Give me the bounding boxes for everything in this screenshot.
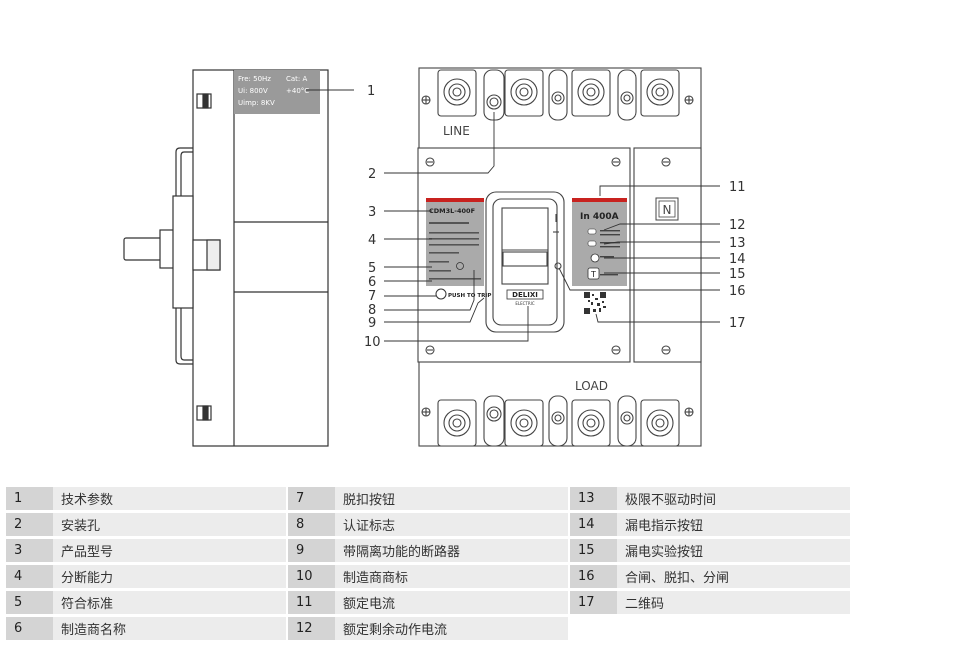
legend-num: 16 <box>570 565 617 588</box>
legend-row: 6 制造商名称 12 额定剩余动作电流 <box>6 617 850 640</box>
spec-cat: Cat: A <box>286 75 308 83</box>
spec-uimp: Uimp: 8KV <box>238 99 275 107</box>
legend-label: 带隔离功能的断路器 <box>335 539 568 562</box>
legend-row: 1 技术参数 7 脱扣按钮 13 极限不驱动时间 <box>6 487 850 510</box>
callout-6: 6 <box>368 275 376 290</box>
legend-num: 6 <box>6 617 53 640</box>
legend-label: 技术参数 <box>53 487 286 510</box>
line-terminals <box>421 69 694 121</box>
legend-label: 合闸、脱扣、分闸 <box>617 565 850 588</box>
callout-leaders <box>306 89 720 342</box>
test-button-mark: T <box>590 270 596 279</box>
legend-num: 4 <box>6 565 53 588</box>
legend-label: 分断能力 <box>53 565 286 588</box>
legend-num: 1 <box>6 487 53 510</box>
legend-label: 额定电流 <box>335 591 568 614</box>
legend-label: 制造商名称 <box>53 617 286 640</box>
leakage-indicator-button[interactable] <box>590 253 600 263</box>
circuit-breaker-diagram: Fre: 50Hz Cat: A Ui: 800V +40°C Uimp: 8K… <box>123 67 746 447</box>
spec-fre: Fre: 50Hz <box>238 75 271 83</box>
legend-row: 5 符合标准 11 额定电流 17 二维码 <box>6 591 850 614</box>
residual-current-icon <box>587 228 597 235</box>
line-label: LINE <box>443 124 470 138</box>
side-view <box>123 69 329 447</box>
callout-5: 5 <box>368 261 376 276</box>
callout-7: 7 <box>368 289 376 304</box>
load-terminals <box>421 395 694 447</box>
model-label: CDM3L-400F <box>429 207 475 215</box>
callout-2: 2 <box>368 167 376 182</box>
qr-code-icon <box>584 292 606 314</box>
legend-num: 13 <box>570 487 617 510</box>
legend-label: 制造商商标 <box>335 565 568 588</box>
legend-table: 1 技术参数 7 脱扣按钮 13 极限不驱动时间 2 安装孔 8 认证标志 14… <box>6 484 850 643</box>
legend-row: 3 产品型号 9 带隔离功能的断路器 15 漏电实验按钮 <box>6 539 850 562</box>
legend-num: 15 <box>570 539 617 562</box>
brand-logo: DELIXI ELECTRIC <box>506 289 544 306</box>
callout-3: 3 <box>368 205 376 220</box>
legend-row: 4 分断能力 10 制造商商标 16 合闸、脱扣、分闸 <box>6 565 850 588</box>
certification-mark <box>456 262 464 270</box>
leakage-test-button[interactable] <box>587 267 600 280</box>
legend-num: 14 <box>570 513 617 536</box>
callout-numbers: 1 2 3 4 5 6 7 8 9 10 11 12 13 14 15 16 1… <box>364 84 746 350</box>
callout-1: 1 <box>367 84 375 99</box>
callout-8: 8 <box>368 303 376 318</box>
brand-name: DELIXI <box>512 291 538 299</box>
legend-label: 符合标准 <box>53 591 286 614</box>
legend-num: 12 <box>288 617 335 640</box>
callout-11: 11 <box>729 180 746 195</box>
spec-temp: +40°C <box>286 87 309 95</box>
legend-num: 2 <box>6 513 53 536</box>
callout-15: 15 <box>729 267 746 282</box>
non-actuating-time-icon <box>587 240 597 247</box>
legend-label: 认证标志 <box>335 513 568 536</box>
legend-label: 漏电实验按钮 <box>617 539 850 562</box>
legend-label: 极限不驱动时间 <box>617 487 850 510</box>
spec-plate: Fre: 50Hz Cat: A Ui: 800V +40°C Uimp: 8K… <box>234 70 320 114</box>
brand-sub: ELECTRIC <box>515 301 534 306</box>
callout-12: 12 <box>729 218 746 233</box>
legend-label: 漏电指示按钮 <box>617 513 850 536</box>
legend-label: 安装孔 <box>53 513 286 536</box>
legend-num: 10 <box>288 565 335 588</box>
trip-button[interactable]: PUSH TO TRIP <box>435 288 491 300</box>
callout-9: 9 <box>368 316 376 331</box>
legend-num: 8 <box>288 513 335 536</box>
callout-10: 10 <box>364 335 381 350</box>
legend-label: 二维码 <box>617 591 850 614</box>
legend-num: 17 <box>570 591 617 614</box>
legend-row: 2 安装孔 8 认证标志 14 漏电指示按钮 <box>6 513 850 536</box>
neutral-label: N <box>663 203 672 217</box>
spec-ui: Ui: 800V <box>238 87 268 95</box>
neutral-module: N <box>655 197 679 221</box>
callout-14: 14 <box>729 252 746 267</box>
callout-4: 4 <box>368 233 376 248</box>
push-to-trip-label: PUSH TO TRIP <box>448 293 491 299</box>
legend-num: 3 <box>6 539 53 562</box>
legend-num: 5 <box>6 591 53 614</box>
load-label: LOAD <box>575 379 608 393</box>
callout-13: 13 <box>729 236 746 251</box>
rating-label: In 400A <box>580 212 619 222</box>
callout-16: 16 <box>729 284 746 299</box>
legend-label: 额定剩余动作电流 <box>335 617 568 640</box>
legend-label: 产品型号 <box>53 539 286 562</box>
legend-num: 9 <box>288 539 335 562</box>
model-plate: CDM3L-400F <box>426 198 484 286</box>
callout-17: 17 <box>729 316 746 331</box>
legend-num: 7 <box>288 487 335 510</box>
legend-label: 脱扣按钮 <box>335 487 568 510</box>
legend-num: 11 <box>288 591 335 614</box>
